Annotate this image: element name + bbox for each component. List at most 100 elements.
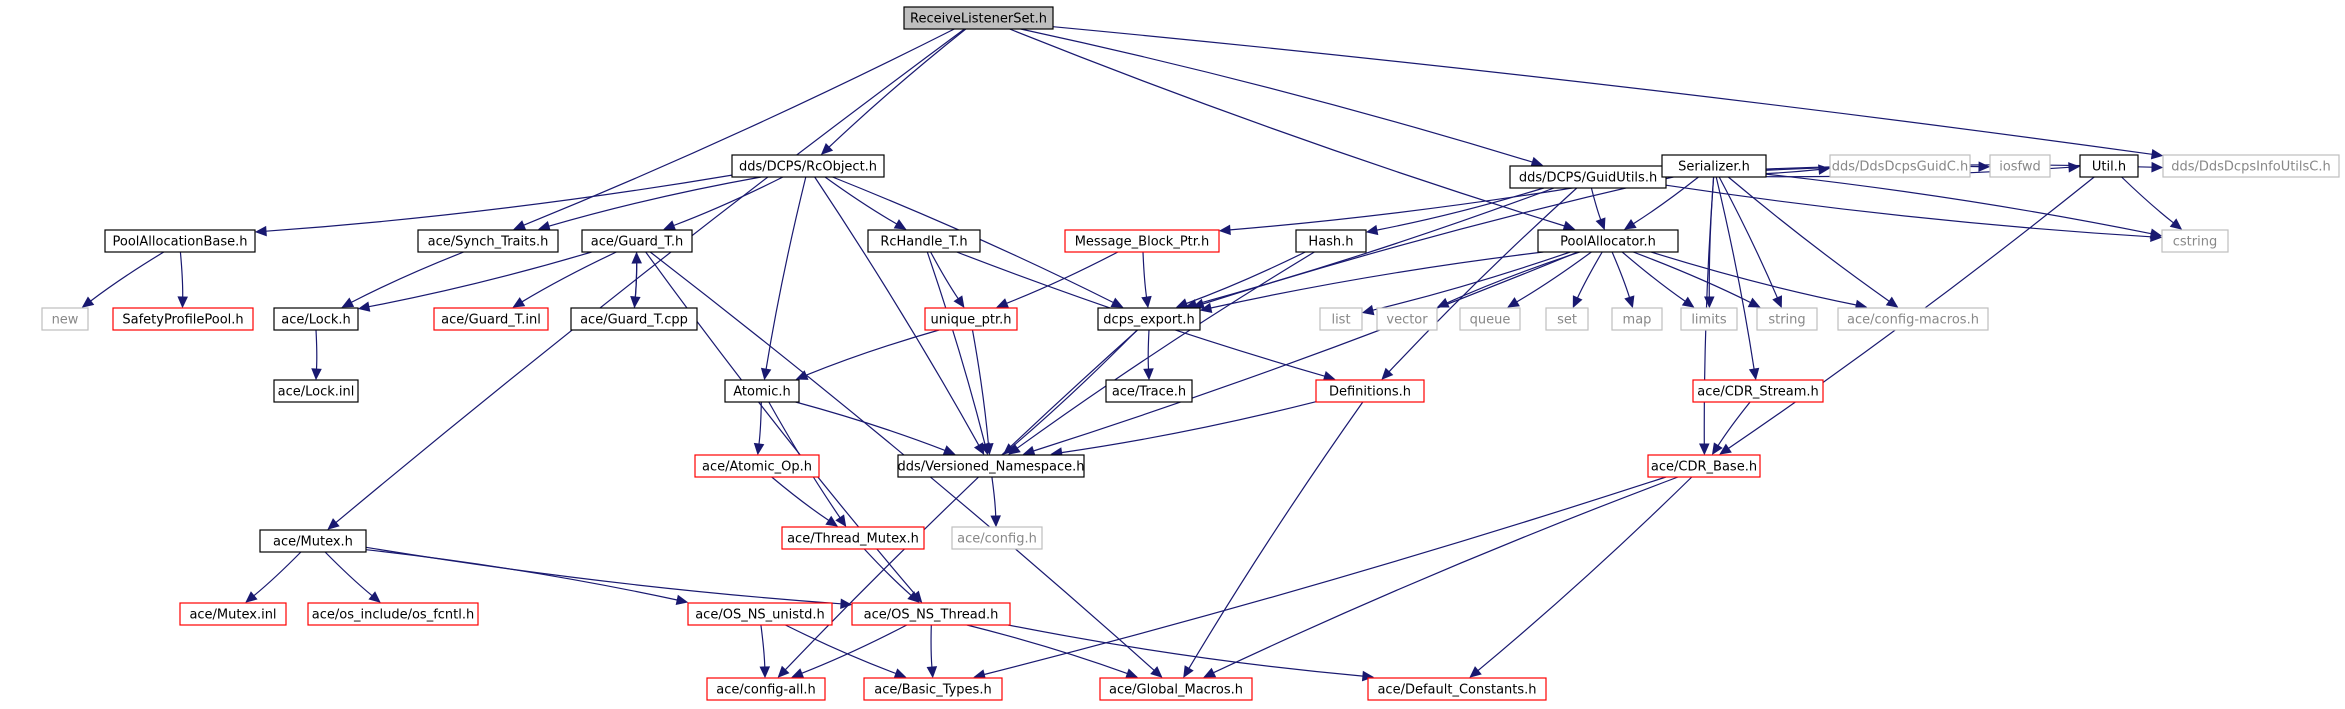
edge-rcobject-to-rchandle xyxy=(824,176,907,230)
node-dcpsexport[interactable]: dcps_export.h xyxy=(1097,307,1201,331)
node-basictypes[interactable]: ace/Basic_Types.h xyxy=(863,677,1003,701)
node-safetyprofilepool[interactable]: SafetyProfilePool.h xyxy=(112,307,254,331)
node-new: new xyxy=(41,307,89,331)
edge-arrowhead xyxy=(996,298,1010,309)
edge-line xyxy=(828,28,967,148)
node-rcobject[interactable]: dds/DCPS/RcObject.h xyxy=(731,154,885,178)
node-acetrace[interactable]: ace/Trace.h xyxy=(1105,379,1193,403)
node-acelockinl[interactable]: ace/Lock.inl xyxy=(273,379,359,403)
node-box xyxy=(273,307,359,331)
node-osnsthread[interactable]: ace/OS_NS_Thread.h xyxy=(851,602,1011,626)
edge-arrowhead xyxy=(177,296,188,309)
node-box xyxy=(417,229,559,253)
node-rls: ReceiveListenerSet.h xyxy=(903,6,1054,30)
edge-line xyxy=(771,476,830,521)
edge-line xyxy=(1376,187,1544,231)
node-box xyxy=(687,602,833,626)
edge-arrowhead xyxy=(512,297,526,308)
edge-line xyxy=(1061,401,1317,454)
edge-uniqueptr-to-versionedns xyxy=(971,329,994,456)
node-label: ace/config.h xyxy=(957,532,1037,547)
node-msgblockptr[interactable]: Message_Block_Ptr.h xyxy=(1064,229,1220,253)
edge-guardt-to-acelock xyxy=(357,251,592,312)
edge-arrowhead xyxy=(1125,668,1138,679)
edge-line xyxy=(1765,173,2152,235)
node-threadmutex[interactable]: ace/Thread_Mutex.h xyxy=(781,526,925,550)
node-label: Atomic.h xyxy=(733,385,791,400)
node-limits: limits xyxy=(1680,307,1738,331)
node-poolallocator[interactable]: PoolAllocator.h xyxy=(1537,229,1679,253)
edge-line xyxy=(1007,624,1363,677)
node-cdrbase[interactable]: ace/CDR_Base.h xyxy=(1647,454,1761,478)
edge-arrowhead xyxy=(1381,367,1394,380)
node-guardtinl[interactable]: ace/Guard_T.inl xyxy=(433,307,549,331)
node-label: dds/DCPS/GuidUtils.h xyxy=(1519,171,1657,186)
nodes-layer: ReceiveListenerSet.h dds/DCPS/GuidUtils.h… xyxy=(41,6,2340,701)
edge-cdrbase-to-globalmacros xyxy=(1203,476,1679,678)
node-acelock[interactable]: ace/Lock.h xyxy=(273,307,359,331)
node-label: dds/DdsDcpsGuidC.h xyxy=(1832,160,1969,175)
edge-arrowhead xyxy=(835,514,847,527)
node-cdrstream[interactable]: ace/CDR_Stream.h xyxy=(1692,379,1824,403)
node-box xyxy=(867,229,981,253)
node-guidutils[interactable]: dds/DCPS/GuidUtils.h xyxy=(1509,165,1667,189)
edge-line xyxy=(1033,251,1579,452)
node-osfcntl[interactable]: ace/os_include/os_fcntl.h xyxy=(307,602,479,626)
node-atomicop[interactable]: ace/Atomic_Op.h xyxy=(694,454,820,478)
edge-serializer-to-poolallocator xyxy=(1623,176,1699,230)
node-osnsunistd[interactable]: ace/OS_NS_unistd.h xyxy=(687,602,833,626)
node-guardt[interactable]: ace/Guard_T.h xyxy=(581,229,693,253)
node-label: ace/Default_Constants.h xyxy=(1377,683,1536,698)
node-label: ace/Global_Macros.h xyxy=(1109,683,1243,698)
edge-rls-to-rcobject xyxy=(820,28,967,155)
edge-line xyxy=(1210,251,1544,309)
node-label: unique_ptr.h xyxy=(931,313,1012,328)
node-uniqueptr[interactable]: unique_ptr.h xyxy=(924,307,1018,331)
node-label: ReceiveListenerSet.h xyxy=(910,12,1047,27)
edge-arrowhead xyxy=(327,518,340,530)
edge-arrowhead xyxy=(1681,296,1695,308)
edge-line xyxy=(1011,329,1138,448)
edge-line xyxy=(984,476,1667,676)
node-acemutex[interactable]: ace/Mutex.h xyxy=(259,529,367,553)
edge-arrowhead xyxy=(1719,443,1732,455)
node-label: queue xyxy=(1470,313,1511,328)
node-box xyxy=(1545,307,1589,331)
edge-line xyxy=(548,176,762,227)
edge-acelock-to-acelockinl xyxy=(311,329,322,381)
edge-arrowhead xyxy=(1175,298,1189,309)
node-configall[interactable]: ace/config-all.h xyxy=(706,677,826,701)
node-definitions[interactable]: Definitions.h xyxy=(1315,379,1425,403)
node-guardtcpp[interactable]: ace/Guard_T.cpp xyxy=(570,307,698,331)
edge-arrowhead xyxy=(311,368,322,381)
edge-line xyxy=(2121,176,2174,224)
edge-line xyxy=(673,176,784,227)
edge-arrowhead xyxy=(820,143,834,155)
edge-uniqueptr-to-atomic xyxy=(795,329,940,380)
node-label: ace/OS_NS_Thread.h xyxy=(864,608,999,623)
node-serializer[interactable]: Serializer.h xyxy=(1661,154,1767,178)
node-box xyxy=(104,229,256,253)
edge-acemutex-to-osnsunistd xyxy=(365,549,689,606)
node-box xyxy=(1829,154,1971,178)
node-atomic[interactable]: Atomic.h xyxy=(724,379,800,403)
node-box xyxy=(307,602,479,626)
edge-arrowhead xyxy=(840,598,853,610)
edge-guardtcpp-to-guardt xyxy=(631,251,642,309)
edge-arrowhead xyxy=(907,591,920,603)
edge-atomic-to-atomicop xyxy=(753,401,765,456)
node-rchandle[interactable]: RcHandle_T.h xyxy=(867,229,981,253)
edge-atomicop-to-threadmutex xyxy=(771,476,839,527)
node-hash[interactable]: Hash.h xyxy=(1295,229,1367,253)
edge-arrowhead xyxy=(1022,445,1036,456)
node-defaultconstants[interactable]: ace/Default_Constants.h xyxy=(1367,677,1547,701)
edge-cdrstream-to-cdrbase xyxy=(1711,401,1751,456)
edge-arrowhead xyxy=(2150,148,2164,160)
node-mutexinl[interactable]: ace/Mutex.inl xyxy=(179,602,287,626)
node-util[interactable]: Util.h xyxy=(2079,154,2139,178)
node-poolallocbase[interactable]: PoolAllocationBase.h xyxy=(104,229,256,253)
node-globalmacros[interactable]: ace/Global_Macros.h xyxy=(1099,677,1253,701)
edge-arrowhead xyxy=(1530,156,1544,167)
node-synchtraits[interactable]: ace/Synch_Traits.h xyxy=(417,229,559,253)
node-versionedns[interactable]: dds/Versioned_Namespace.h xyxy=(897,454,1085,478)
